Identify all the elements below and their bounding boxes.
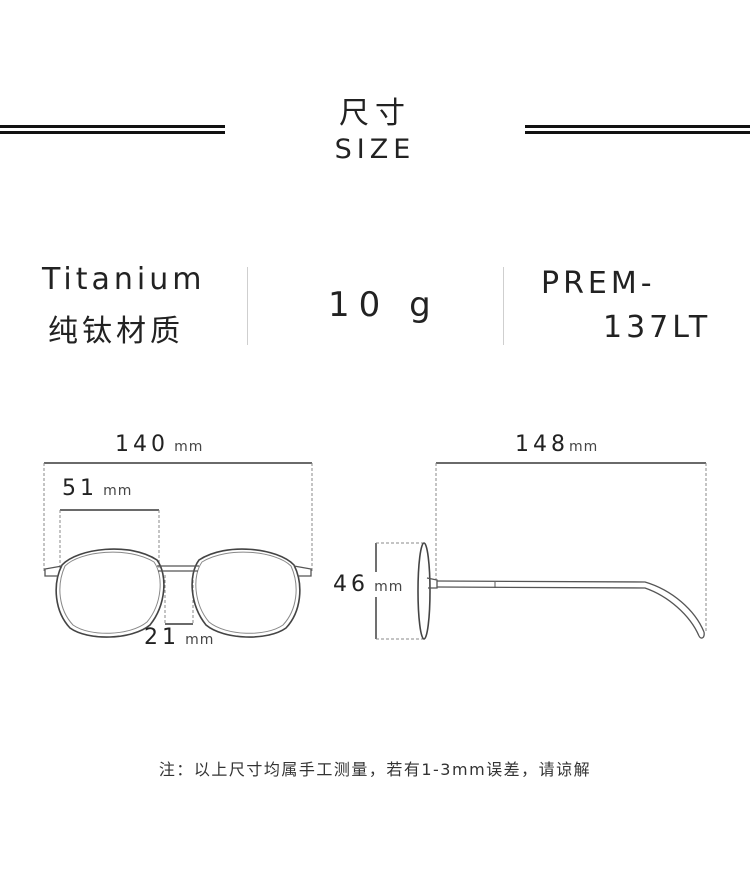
page-title-cn: 尺寸 xyxy=(339,96,411,131)
info-divider-1 xyxy=(247,267,248,345)
left-lens-inner xyxy=(59,551,161,634)
bridge xyxy=(157,565,199,572)
temple-arm-bottom xyxy=(436,586,700,637)
bridge-width-label: 21 mm xyxy=(144,625,214,650)
temple-length-unit: mm xyxy=(569,439,599,455)
measurement-note: 注：以上尺寸均属手工测量，若有1-3mm误差，请谅解 xyxy=(158,760,592,779)
right-end-piece xyxy=(293,565,312,577)
weight-value: 10 g xyxy=(328,285,440,325)
lens-height-label: 46 mm xyxy=(333,572,404,597)
lens-width-value: 51 xyxy=(62,476,98,501)
side-lens xyxy=(417,542,431,640)
left-end-piece xyxy=(44,565,63,577)
right-lens-inner xyxy=(195,551,297,634)
lens-height-value: 46 xyxy=(333,572,369,597)
total-width-unit: mm xyxy=(174,439,204,455)
model-line1: PREM- xyxy=(541,266,656,301)
temple-tip xyxy=(698,631,705,639)
header-rule-left-bottom xyxy=(0,131,225,134)
header-rule-right-bottom xyxy=(525,131,750,134)
total-width-value: 140 xyxy=(115,432,169,457)
bridge-width-value: 21 xyxy=(144,625,180,650)
lens-width-label: 51 mm xyxy=(62,476,132,501)
material-en: Titanium xyxy=(42,262,206,297)
left-lens-rim xyxy=(55,548,165,638)
material-cn: 纯钛材质 xyxy=(48,314,184,349)
hinge xyxy=(426,577,438,589)
total-width-label: 140 mm xyxy=(115,432,203,457)
front-view xyxy=(43,462,313,638)
bridge-width-unit: mm xyxy=(185,632,215,648)
temple-length-value: 148 xyxy=(515,432,569,457)
page-title-en: SIZE xyxy=(334,134,416,165)
info-divider-2 xyxy=(503,267,504,345)
temple-length-label: 148mm xyxy=(515,432,598,457)
header-rule-right-top xyxy=(525,125,750,128)
model-line2: 137LT xyxy=(603,310,712,345)
right-lens-rim xyxy=(191,548,301,638)
side-view xyxy=(375,462,707,640)
lens-width-unit: mm xyxy=(103,483,133,499)
header-rule-left-top xyxy=(0,125,225,128)
lens-height-unit: mm xyxy=(374,579,404,595)
temple-arm-top xyxy=(436,580,705,633)
